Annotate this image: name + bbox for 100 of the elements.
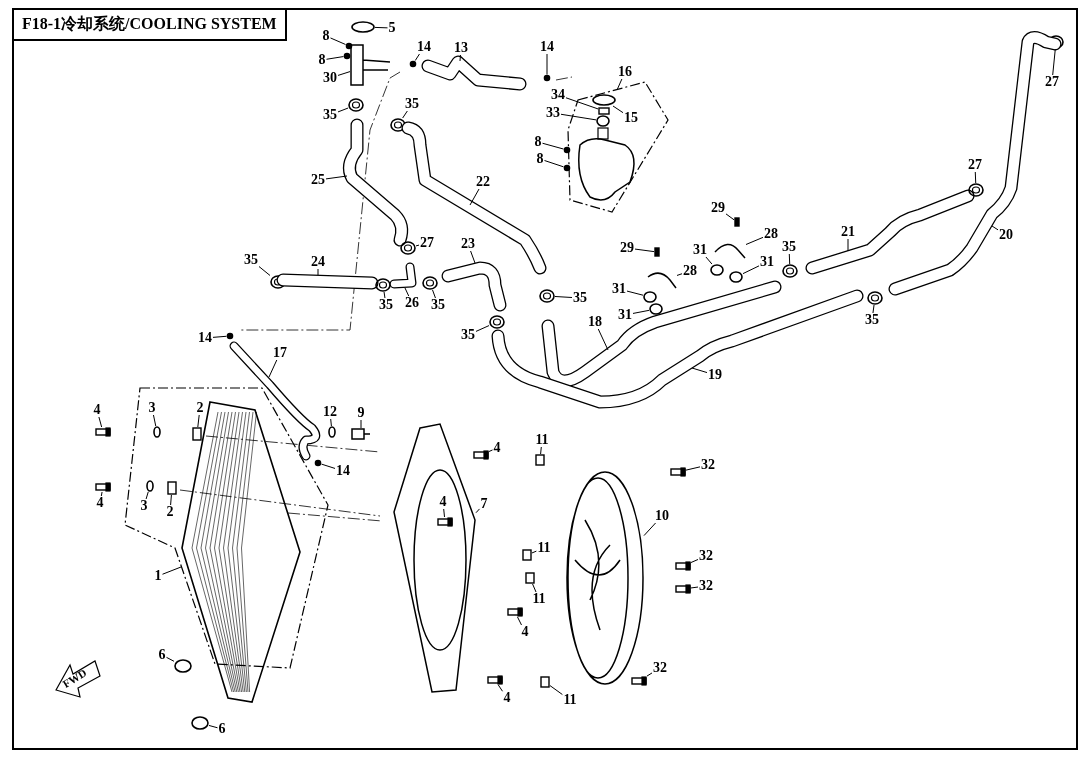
leader-line	[488, 449, 493, 452]
leader-line	[532, 583, 537, 593]
callout-number: 35	[460, 328, 476, 342]
leader-line	[544, 160, 564, 168]
hose	[805, 189, 975, 275]
callout-number: 8	[321, 29, 331, 43]
leader-line	[145, 491, 149, 500]
leader-line	[634, 248, 655, 253]
leader-line	[497, 684, 503, 692]
callout-number: 31	[611, 282, 627, 296]
leader-line	[549, 685, 563, 695]
leader-line	[212, 335, 227, 338]
callout-number: 11	[562, 693, 578, 707]
leader-line	[560, 113, 597, 121]
leader-line	[690, 586, 699, 589]
leader-line	[632, 309, 650, 314]
hose-clamp	[422, 276, 438, 290]
leader-line	[626, 290, 644, 296]
bushing	[729, 271, 743, 283]
filler-cap	[351, 21, 375, 33]
leader-line	[872, 304, 875, 314]
callout-number: 30	[322, 71, 338, 85]
hose-clamp	[867, 291, 883, 305]
callout-number: 28	[682, 264, 698, 278]
callout-number: 27	[1044, 75, 1060, 89]
assembly-outline	[567, 81, 669, 213]
callout-number: 35	[322, 108, 338, 122]
callout-number: 3	[147, 401, 157, 415]
leader-line	[470, 250, 476, 264]
leader-line	[459, 54, 461, 62]
leader-line	[208, 724, 218, 729]
callout-number: 27	[419, 236, 435, 250]
callout-number: 32	[698, 549, 714, 563]
leader-line	[98, 416, 103, 428]
callout-number: 17	[272, 346, 288, 360]
leader-line	[326, 56, 344, 60]
callout-number: 5	[387, 21, 397, 35]
callout-number: 20	[998, 228, 1014, 242]
callout-number: 4	[438, 495, 448, 509]
leader-line	[402, 110, 408, 119]
leader-line	[646, 672, 653, 677]
leader-line	[374, 26, 388, 29]
callout-number: 31	[692, 243, 708, 257]
leader-line	[847, 238, 849, 252]
callout-number: 25	[310, 173, 326, 187]
leader-line	[517, 616, 522, 626]
bolt	[95, 482, 111, 492]
callout-number: 33	[545, 106, 561, 120]
leader-line	[166, 656, 175, 662]
bolt	[487, 675, 503, 685]
leader-line	[554, 296, 573, 298]
grommet	[174, 659, 192, 673]
leader-line	[100, 491, 103, 497]
callout-number: 18	[587, 315, 603, 329]
leader-line	[317, 268, 319, 276]
leader-line	[330, 418, 332, 427]
callout-number: 3	[139, 499, 149, 513]
hose	[541, 280, 782, 388]
leader-line	[725, 213, 735, 221]
leader-line	[788, 253, 791, 265]
callout-number: 28	[763, 227, 779, 241]
nut	[525, 572, 535, 584]
leader-line	[404, 287, 410, 297]
callout-number: 14	[539, 40, 555, 54]
callout-number: 4	[502, 691, 512, 705]
hose-bracket	[714, 243, 746, 259]
clip	[343, 52, 351, 60]
callout-number: 35	[781, 240, 797, 254]
leader-line	[705, 256, 713, 265]
leader-line	[197, 414, 200, 428]
leader-line	[414, 53, 420, 61]
callout-number: 34	[550, 88, 566, 102]
callout-number: 15	[623, 111, 639, 125]
leader-line	[540, 446, 542, 455]
callout-number: 14	[197, 331, 213, 345]
leader-line	[691, 367, 708, 374]
leader-line	[475, 508, 480, 514]
hose	[421, 55, 527, 91]
clip	[563, 146, 571, 154]
leader-line	[337, 107, 349, 113]
leader-line	[443, 508, 445, 518]
screw	[654, 247, 660, 257]
leader-line	[685, 466, 701, 471]
temperature-sensor	[351, 428, 371, 440]
leader-line	[268, 359, 278, 378]
callout-number: 4	[520, 625, 530, 639]
callout-number: 31	[617, 308, 633, 322]
leader-line	[643, 522, 657, 537]
leader-line	[152, 414, 157, 427]
bolt	[95, 427, 111, 437]
callout-number: 11	[534, 433, 550, 447]
callout-number: 7	[479, 497, 489, 511]
leader-line	[742, 265, 760, 275]
hose	[401, 121, 547, 275]
callout-number: 9	[356, 406, 366, 420]
nut	[535, 454, 545, 466]
leader-line	[542, 142, 564, 150]
filler-neck	[350, 44, 391, 86]
leader-line	[531, 550, 537, 554]
callout-number: 32	[652, 661, 668, 675]
